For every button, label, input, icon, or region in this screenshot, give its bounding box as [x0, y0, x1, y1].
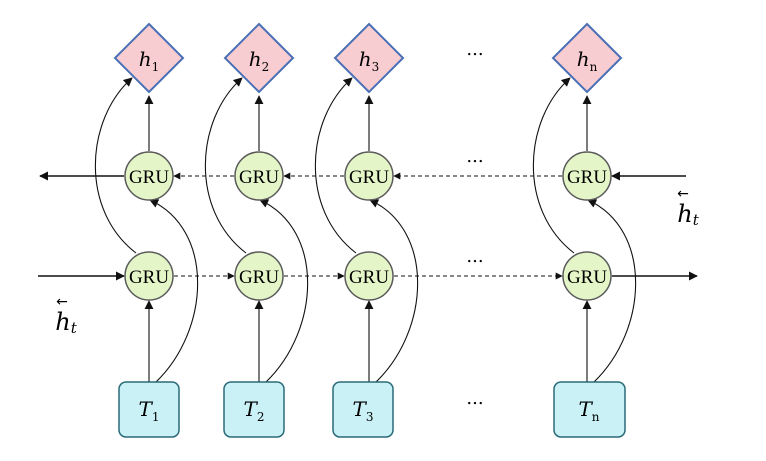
state-subscript: t: [693, 211, 700, 229]
input-node-3: T3: [332, 381, 394, 438]
input-subscript: 3: [366, 410, 374, 424]
backward-gru-n: GRU: [562, 151, 612, 201]
input-subscript: n: [592, 410, 600, 424]
output-label: h: [249, 47, 262, 71]
forward-gru-3: GRU: [344, 251, 394, 301]
svg-text:ht: ht: [55, 308, 77, 337]
column-n-connectors: [532, 77, 637, 383]
input-label: T: [244, 397, 259, 421]
output-label: h: [139, 47, 152, 71]
column-2-connectors: [204, 77, 309, 383]
gru-label: GRU: [239, 167, 279, 188]
gru-label: GRU: [349, 267, 389, 288]
output-label: h: [359, 47, 372, 71]
output-node-2: h2: [223, 22, 295, 94]
gru-label: GRU: [129, 167, 169, 188]
svg-text:h3: h3: [359, 47, 380, 74]
input-label: T: [353, 397, 368, 421]
column-3-connectors: [314, 77, 419, 383]
svg-text:hn: hn: [577, 47, 598, 74]
gru-label: GRU: [567, 167, 607, 188]
svg-text:h1: h1: [139, 47, 160, 74]
svg-text:Tn: Tn: [578, 397, 599, 424]
backward-gru-3: GRU: [344, 151, 394, 201]
input-subscript: 1: [152, 410, 160, 424]
svg-text:T2: T2: [244, 397, 265, 424]
forward-state-label: ← ht: [55, 294, 77, 337]
backward-gru-2: GRU: [234, 151, 284, 201]
input-label: T: [139, 397, 154, 421]
svg-text:h2: h2: [249, 47, 270, 74]
state-subscript: t: [71, 319, 78, 337]
output-subscript: 1: [152, 60, 160, 74]
output-node-n: hn: [551, 22, 623, 94]
output-subscript: 2: [262, 60, 270, 74]
column-1-connectors: [94, 77, 199, 383]
input-node-1: T1: [118, 381, 180, 438]
output-node-1: h1: [113, 22, 185, 94]
ellipsis-forward: ...: [466, 246, 483, 267]
forward-gru-1: GRU: [124, 251, 174, 301]
gru-label: GRU: [239, 267, 279, 288]
backward-gru-1: GRU: [124, 151, 174, 201]
input-node-2: T2: [223, 381, 285, 438]
state-arrow: ←: [56, 294, 68, 310]
ellipsis-inputs: ...: [466, 388, 483, 409]
forward-gru-n: GRU: [562, 251, 612, 301]
gru-label: GRU: [129, 267, 169, 288]
gru-label: GRU: [349, 167, 389, 188]
svg-text:T1: T1: [139, 397, 160, 424]
forward-gru-2: GRU: [234, 251, 284, 301]
svg-text:ht: ht: [677, 200, 699, 229]
output-node-3: h3: [333, 22, 405, 94]
output-label: h: [577, 47, 590, 71]
ellipsis-backward: ...: [466, 146, 483, 167]
state-arrow: ←: [677, 186, 689, 202]
ellipsis-outputs: ...: [466, 39, 483, 60]
output-subscript: n: [590, 60, 598, 74]
input-node-n: Tn: [553, 381, 626, 438]
input-label: T: [578, 397, 593, 421]
backward-state-label: ← ht: [677, 186, 700, 229]
output-subscript: 3: [372, 60, 380, 74]
svg-text:T3: T3: [353, 397, 374, 424]
state-base: h: [55, 308, 70, 336]
gru-label: GRU: [567, 267, 607, 288]
input-subscript: 2: [257, 410, 265, 424]
state-base: h: [677, 200, 692, 228]
